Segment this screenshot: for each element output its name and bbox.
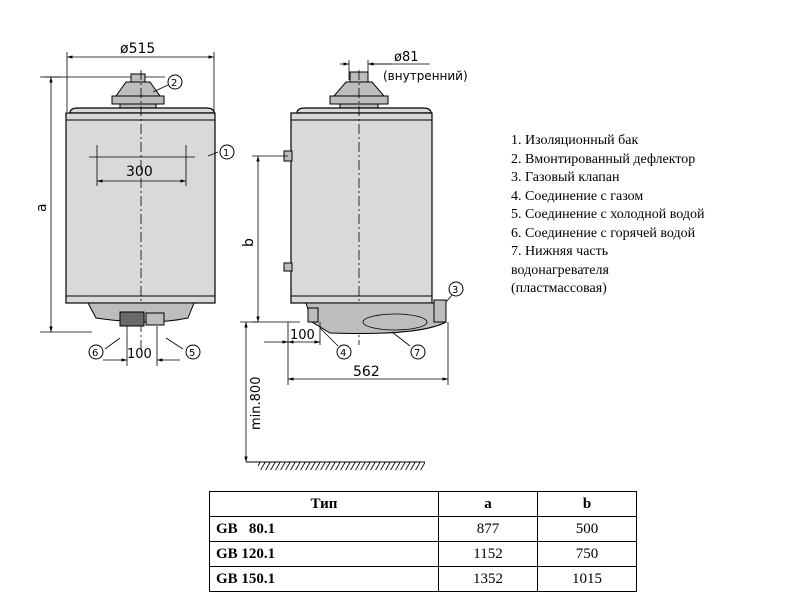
cell-b: 750 xyxy=(537,541,637,567)
dim-flue-81: ø81 xyxy=(394,50,419,65)
cell-model: GB 80.1 xyxy=(209,516,439,542)
callout-7: 7 xyxy=(414,348,420,359)
cell-a: 1352 xyxy=(438,566,538,592)
dim-min-800: min.800 xyxy=(249,377,264,430)
cell-b: 1015 xyxy=(537,566,637,592)
dim-diameter-515: ø515 xyxy=(120,41,155,57)
dim-300: 300 xyxy=(126,164,153,180)
header-a: a xyxy=(438,491,538,517)
table-row: GB 80.1 877 500 xyxy=(209,516,637,542)
cell-model: GB 150.1 xyxy=(209,566,439,592)
cell-model: GB 120.1 xyxy=(209,541,439,567)
table-row: GB 120.1 1152 750 xyxy=(209,541,637,567)
legend-item-5: 5. Соединение с холодной водой xyxy=(511,207,705,222)
legend-item-7-cont: водонагревателя xyxy=(511,262,609,278)
legend-item-7: 7. Нижняя часть xyxy=(511,244,609,259)
callout-2: 2 xyxy=(171,78,177,89)
cell-b: 500 xyxy=(537,516,637,542)
dim-100-front: 100 xyxy=(127,347,152,362)
model-dimensions-table: Тип a b GB 80.1 877 500 GB 120.1 1152 75… xyxy=(209,491,637,592)
header-type: Тип xyxy=(209,491,439,517)
legend-item-3: 3. Газовый клапан xyxy=(511,170,620,185)
flue-internal-note: (внутренний) xyxy=(383,69,468,83)
cell-a: 1152 xyxy=(438,541,538,567)
dim-b: b xyxy=(241,238,257,247)
legend-item-4: 4. Соединение с газом xyxy=(511,188,644,204)
callout-3: 3 xyxy=(452,285,458,296)
dim-562: 562 xyxy=(353,364,380,380)
cell-a: 877 xyxy=(438,516,538,542)
legend-item-1: 1. Изоляционный бак xyxy=(511,133,639,148)
front-view: ø515 300 a 100 xyxy=(34,41,235,366)
callout-4: 4 xyxy=(340,348,346,359)
callout-1: 1 xyxy=(223,148,229,159)
legend-item-2: 2. Вмонтированный дефлектор xyxy=(511,151,696,167)
callout-5: 5 xyxy=(189,348,195,359)
dim-100-side: 100 xyxy=(290,328,315,343)
legend-item-6: 6. Соединение с горячей водой xyxy=(511,225,696,241)
legend-item-7-note: (пластмассовая) xyxy=(511,281,607,296)
table-row: GB 150.1 1352 1015 xyxy=(209,566,637,592)
header-b: b xyxy=(537,491,637,517)
parts-legend: 1. Изоляционный бак 2. Вмонтированный де… xyxy=(511,132,796,299)
side-view: ø81 (внутренний) b 100 xyxy=(240,50,468,470)
table-header-row: Тип a b xyxy=(209,491,637,517)
callout-6: 6 xyxy=(92,348,98,359)
dim-a: a xyxy=(34,203,50,212)
